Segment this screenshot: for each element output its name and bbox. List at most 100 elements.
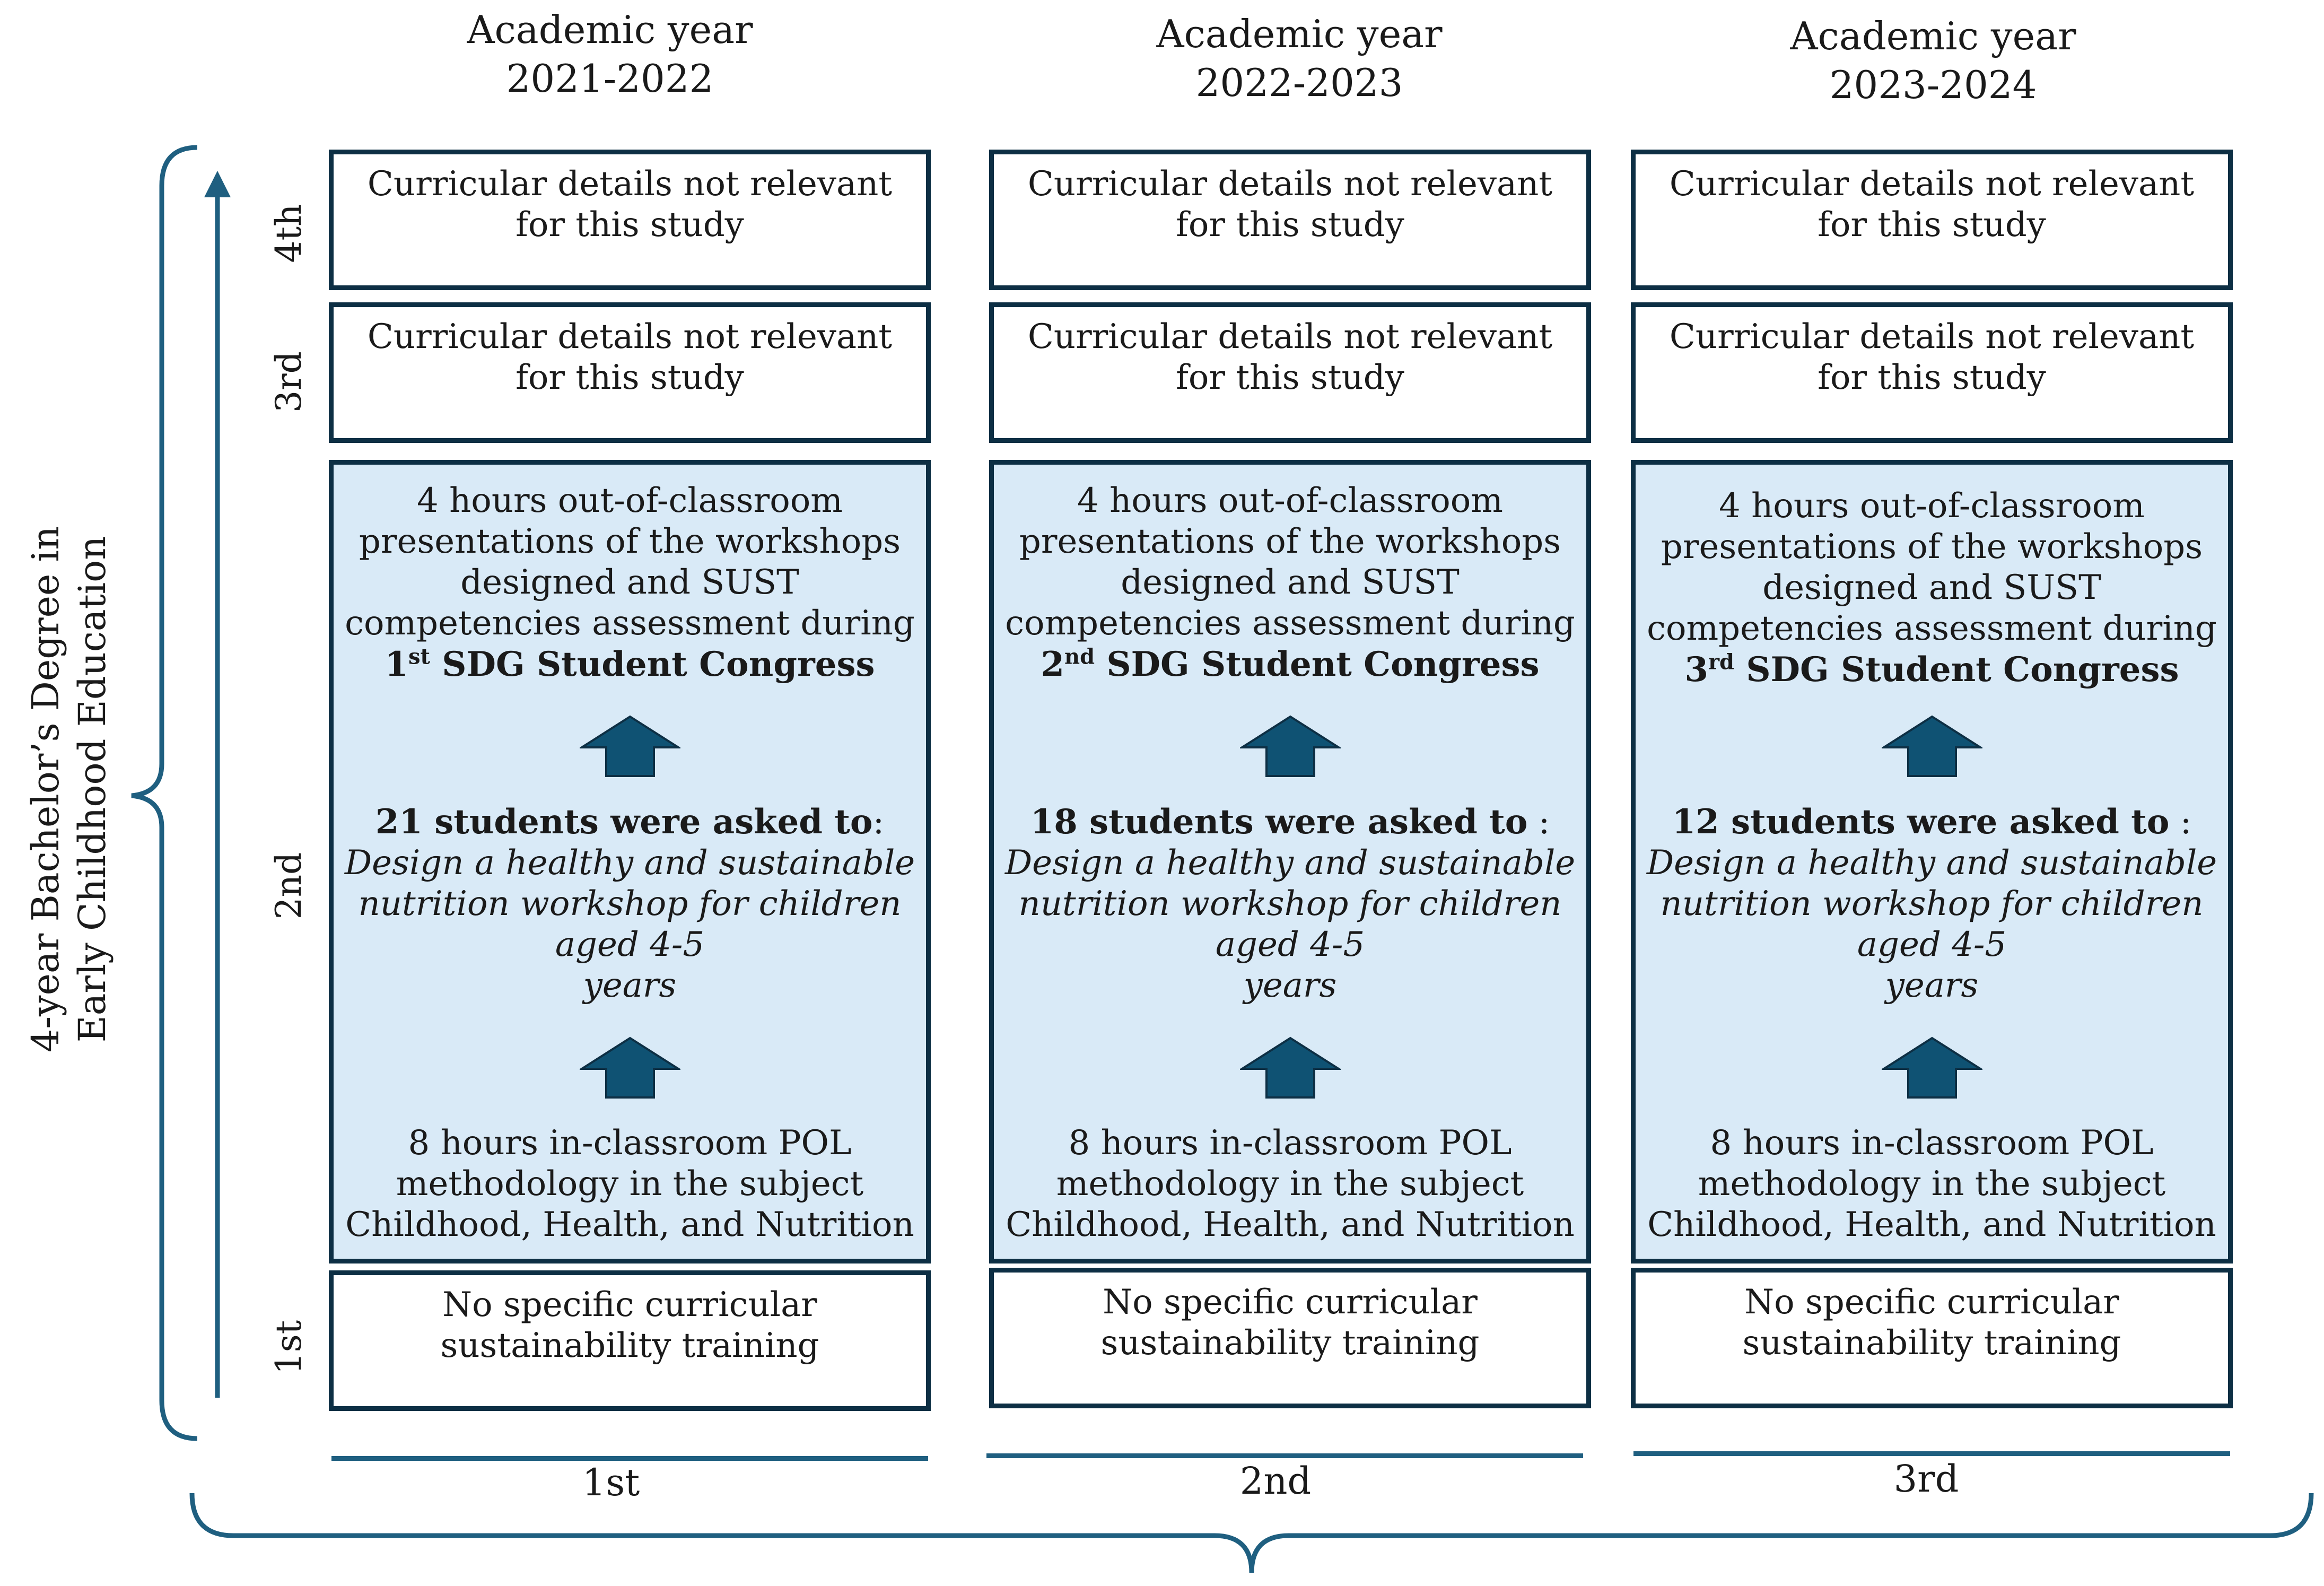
classroom-block: 8 hours in-classroom POL methodology in … [1647,1123,2216,1245]
year3-box: Curricular details not relevant for this… [1631,302,2233,443]
students-suffix: : [872,803,885,842]
heading-line2: 2021-2022 [506,56,714,101]
classroom-line: Childhood, Health, and Nutrition [1006,1205,1575,1244]
cohort-underline [331,1456,928,1461]
congress-ordinal: 3 [1684,650,1708,690]
task-line: Design a healthy and sustainable [344,843,915,883]
students-line: 12 students were asked to : [1636,801,2228,843]
cohort-bracket [189,1493,2314,1573]
up-arrow-icon [1239,1036,1341,1099]
classroom-line: Childhood, Health, and Nutrition [1647,1205,2216,1244]
congress-name: SDG Student Congress [1095,644,1540,684]
vertical-arrow-head [204,171,231,197]
congress-name: SDG Student Congress [430,644,875,684]
task-line: Design a healthy and sustainable [1004,843,1576,883]
up-arrow-icon [1881,1036,1982,1099]
year1-box: No specific curricular sustainability tr… [1631,1268,2233,1408]
presentation-block: 4 hours out-of-classroom presentations o… [1005,481,1575,685]
task-line: years [1243,966,1337,1005]
year2-intervention-box: 4 hours out-of-classroom presentations o… [1631,460,2233,1263]
box-text: No specific curricular [442,1285,817,1324]
presentation-line: presentations of the workshops [1019,522,1561,561]
students-count: 12 students were asked to [1672,802,2170,842]
year4-box: Curricular details not relevant for this… [1631,150,2233,290]
up-arrow-icon [579,1036,680,1099]
classroom-line: 8 hours in-classroom POL [1710,1123,2154,1163]
cohort-label-2nd: 2nd [1239,1459,1312,1503]
year-label-2nd: 2nd [268,852,309,920]
box-text: for this study [1176,205,1404,245]
heading-line2: 2023-2024 [1829,63,2037,107]
box-text: sustainability training [440,1326,819,1365]
classroom-block: 8 hours in-classroom POL methodology in … [345,1123,914,1245]
congress-ordinal-suffix: st [408,644,431,669]
up-arrow-icon [579,715,680,777]
box-text: Curricular details not relevant [1669,317,2195,356]
degree-line2: Early Childhood Education [71,536,114,1043]
task-block: 12 students were asked to : Design a hea… [1636,801,2228,1006]
year-label-3rd: 3rd [268,351,309,413]
year2-intervention-box: 4 hours out-of-classroom presentations o… [989,460,1591,1263]
presentation-line: competencies assessment during [345,604,915,643]
box-text: for this study [516,205,744,245]
column-heading-2022-2023: Academic year 2022-2023 [1034,10,1565,107]
presentation-line: designed and SUST [1762,568,2101,607]
classroom-line: 8 hours in-classroom POL [1068,1123,1512,1163]
year-label-4th: 4th [268,204,309,263]
column-heading-2021-2022: Academic year 2021-2022 [345,5,875,103]
congress-title: 2nd SDG Student Congress [1005,644,1575,685]
task-line: years [583,966,677,1005]
box-text: for this study [516,358,744,397]
presentation-line: 4 hours out-of-classroom [417,481,843,520]
year3-box: Curricular details not relevant for this… [329,302,931,443]
cohort-label-3rd: 3rd [1893,1457,1959,1501]
classroom-line: 8 hours in-classroom POL [408,1123,852,1163]
box-text: No specific curricular [1103,1283,1478,1322]
heading-line1: Academic year [1790,14,2076,58]
presentation-line: competencies assessment during [1647,609,2217,648]
presentation-line: presentations of the workshops [1661,527,2203,567]
task-line: nutrition workshop for children aged 4-5 [1660,884,2204,964]
task-block: 21 students were asked to: Design a heal… [334,801,926,1006]
heading-line1: Academic year [467,7,753,52]
classroom-line: methodology in the subject [396,1164,864,1204]
box-text: Curricular details not relevant [1027,164,1553,204]
heading-line1: Academic year [1156,12,1443,56]
year3-box: Curricular details not relevant for this… [989,302,1591,443]
task-line: Design a healthy and sustainable [1646,843,2217,883]
presentation-block: 4 hours out-of-classroom presentations o… [345,481,915,685]
classroom-line: methodology in the subject [1698,1164,2166,1204]
classroom-line: Childhood, Health, and Nutrition [345,1205,914,1244]
congress-name: SDG Student Congress [1734,650,2179,690]
up-arrow-icon [1881,715,1982,777]
year4-box: Curricular details not relevant for this… [329,150,931,290]
presentation-block: 4 hours out-of-classroom presentations o… [1647,486,2217,690]
degree-bracket [131,145,198,1441]
students-suffix: : [1527,803,1550,842]
task-block: 18 students were asked to : Design a hea… [994,801,1586,1006]
congress-ordinal-suffix: rd [1708,649,1735,675]
degree-line1: 4-year Bachelor’s Degree in [24,526,67,1053]
presentation-line: 4 hours out-of-classroom [1077,481,1503,520]
presentation-line: 4 hours out-of-classroom [1719,486,2145,526]
cohort-label-1st: 1st [582,1461,640,1504]
cohort-underline [1633,1451,2230,1456]
box-text: for this study [1176,358,1404,397]
students-count: 18 students were asked to [1030,802,1528,842]
task-line: nutrition workshop for children aged 4-5 [358,884,902,964]
task-line: years [1885,966,1979,1005]
presentation-line: designed and SUST [1121,563,1460,602]
heading-line2: 2022-2023 [1195,60,1403,105]
box-text: No specific curricular [1744,1283,2119,1322]
box-text: Curricular details not relevant [367,317,893,356]
task-line: nutrition workshop for children aged 4-5 [1018,884,1562,964]
up-arrow-icon [1239,715,1341,777]
congress-title: 1st SDG Student Congress [345,644,915,685]
presentation-line: designed and SUST [460,563,799,602]
students-suffix: : [2169,803,2192,842]
box-text: sustainability training [1742,1323,2121,1363]
congress-ordinal-suffix: nd [1064,644,1095,669]
column-heading-2023-2024: Academic year 2023-2024 [1668,12,2198,109]
students-count: 21 students were asked to [375,802,873,842]
